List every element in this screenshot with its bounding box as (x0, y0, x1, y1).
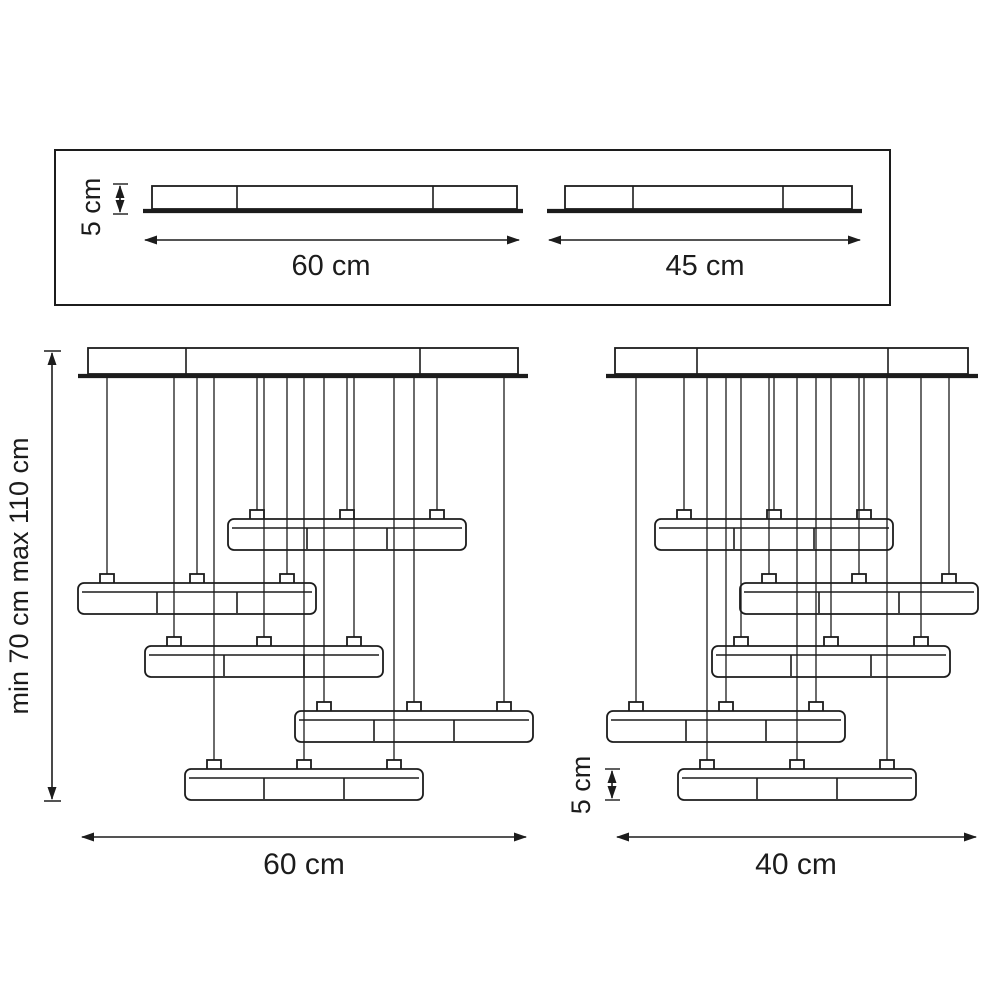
mount-45-width-label: 45 cm (666, 250, 745, 282)
pendant-bar (606, 701, 846, 743)
mount-plate-60 (143, 185, 523, 214)
right-suspension-wires (635, 377, 950, 760)
pendant-bar (144, 636, 384, 678)
left-width-dimension: 60 cm (81, 832, 527, 881)
left-ceiling-canopy (78, 347, 528, 379)
bar-height-dimension: 5 cm (566, 756, 620, 815)
pendant-bar (294, 701, 534, 743)
right-pendant-fixture (606, 347, 979, 801)
mount-60-width-dimension: 60 cm (144, 235, 520, 282)
right-width-dimension: 40 cm (616, 832, 977, 881)
drop-height-label: min 70 cm max 110 cm (4, 437, 34, 714)
right-ceiling-canopy (606, 347, 978, 379)
left-suspension-wires (106, 377, 505, 760)
mount-height-label: 5 cm (76, 178, 106, 237)
left-width-label: 60 cm (263, 848, 345, 881)
mount-60-width-label: 60 cm (292, 250, 371, 282)
drop-height-dimension: min 70 cm max 110 cm (4, 350, 61, 802)
pendant-bar (739, 573, 979, 615)
mount-height-dimension: 5 cm (76, 178, 128, 237)
pendant-bar (77, 573, 317, 615)
right-width-label: 40 cm (755, 848, 837, 881)
mounting-plates-box: 5 cm 60 cm 45 cm (54, 149, 891, 306)
box-outline (54, 149, 891, 306)
left-pendant-fixture (77, 347, 534, 801)
pendant-bar (184, 759, 424, 801)
pendant-bar (677, 759, 917, 801)
mount-plate-45 (547, 185, 862, 214)
mount-45-width-dimension: 45 cm (548, 235, 861, 282)
bar-height-label: 5 cm (566, 756, 596, 815)
pendant-bar (711, 636, 951, 678)
pendant-bar (654, 509, 894, 551)
